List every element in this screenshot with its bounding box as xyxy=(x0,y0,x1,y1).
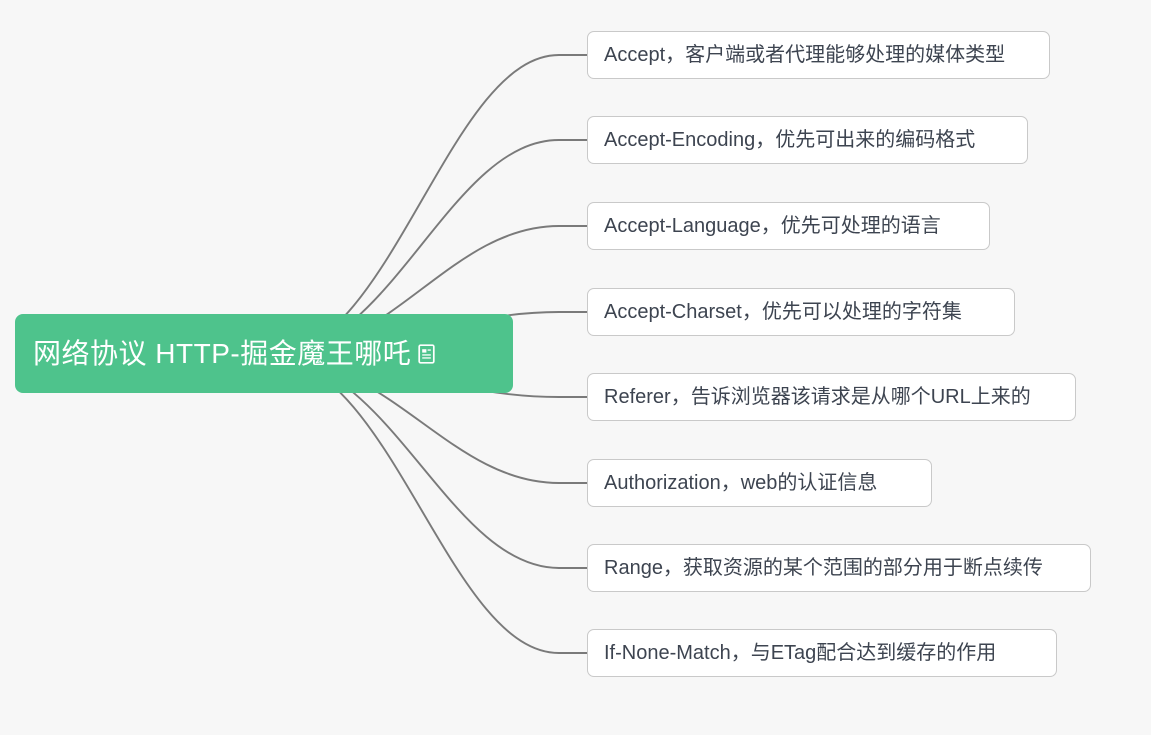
branch-node[interactable]: Authorization，web的认证信息 xyxy=(587,459,932,507)
branch-node[interactable]: Accept-Encoding，优先可出来的编码格式 xyxy=(587,116,1028,164)
branch-node-label: Accept-Encoding，优先可出来的编码格式 xyxy=(604,129,976,151)
branch-node-label: If-None-Match，与ETag配合达到缓存的作用 xyxy=(604,642,997,664)
branch-node[interactable]: Accept-Language，优先可处理的语言 xyxy=(587,202,990,250)
branch-node-label: Accept-Language，优先可处理的语言 xyxy=(604,215,941,237)
branch-node-label: Accept，客户端或者代理能够处理的媒体类型 xyxy=(604,44,1006,66)
branch-node[interactable]: Accept，客户端或者代理能够处理的媒体类型 xyxy=(587,31,1050,79)
branch-node[interactable]: Referer，告诉浏览器该请求是从哪个URL上来的 xyxy=(587,373,1076,421)
branch-node-label: Range，获取资源的某个范围的部分用于断点续传 xyxy=(604,557,1043,579)
root-node-label: 网络协议 HTTP-掘金魔王哪吒 xyxy=(33,337,412,369)
root-node[interactable]: 网络协议 HTTP-掘金魔王哪吒 xyxy=(15,314,513,393)
branch-node[interactable]: Accept-Charset，优先可以处理的字符集 xyxy=(587,288,1015,336)
branch-node-label: Authorization，web的认证信息 xyxy=(604,472,878,494)
branch-node[interactable]: If-None-Match，与ETag配合达到缓存的作用 xyxy=(587,629,1057,677)
branch-node-label: Accept-Charset，优先可以处理的字符集 xyxy=(604,301,962,323)
connector-line xyxy=(271,54,588,358)
branch-node-label: Referer，告诉浏览器该请求是从哪个URL上来的 xyxy=(604,386,1031,408)
connector-line xyxy=(271,356,588,654)
note-document-icon xyxy=(418,343,435,364)
branch-node[interactable]: Range，获取资源的某个范围的部分用于断点续传 xyxy=(587,544,1091,592)
